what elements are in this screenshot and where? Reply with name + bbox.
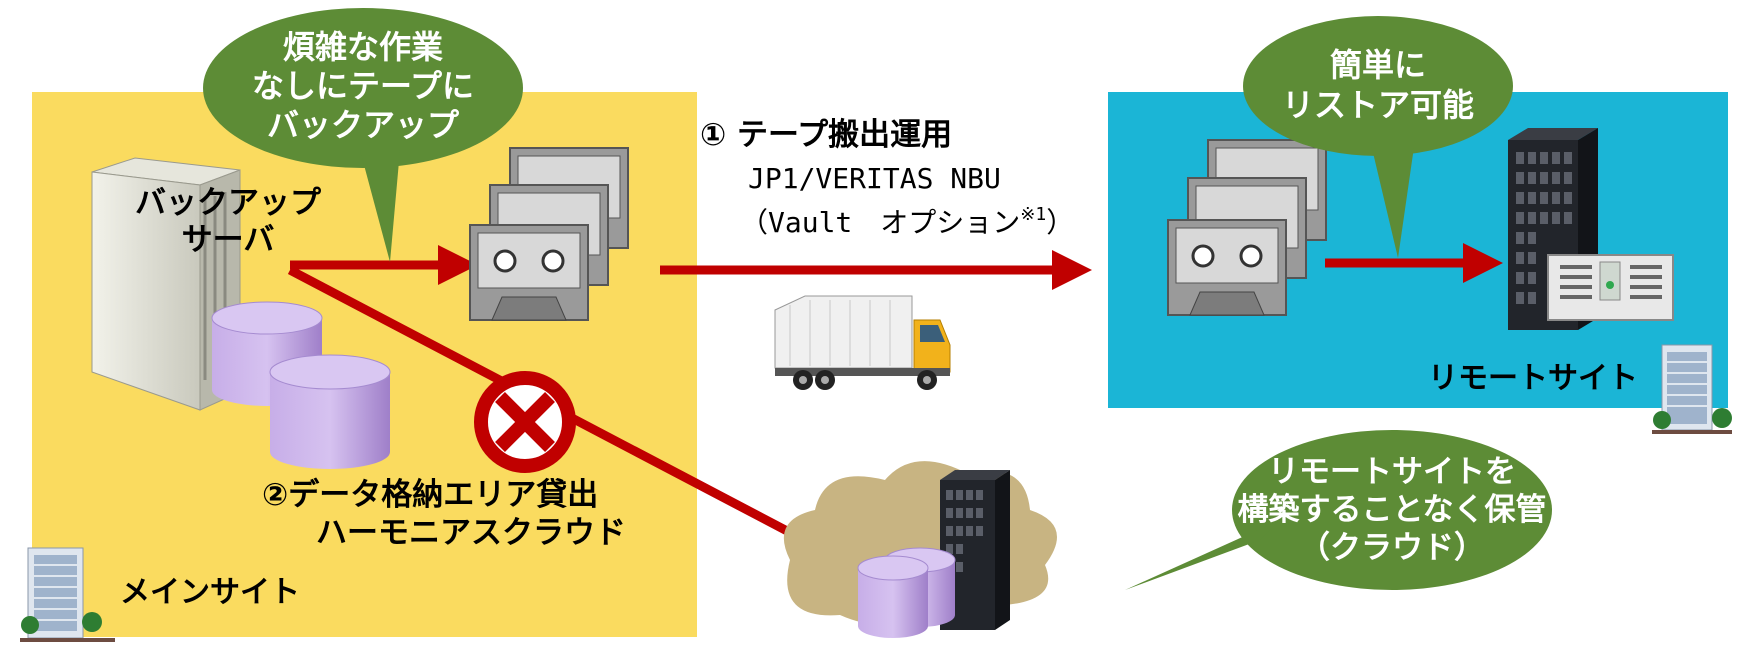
database-icon bbox=[857, 547, 956, 638]
bubble-cloud-line2: 構築することなく保管 bbox=[1237, 492, 1546, 528]
prohibited-icon bbox=[474, 371, 576, 473]
main-site-label: メインサイト bbox=[120, 575, 300, 610]
bubble-remote bbox=[1243, 16, 1513, 258]
building-icon bbox=[1652, 344, 1732, 434]
backup-server-label-line2: サーバ bbox=[182, 222, 275, 258]
bubble-cloud-line1: リモートサイトを bbox=[1268, 454, 1516, 490]
bubble-tape-line3: バックアップ bbox=[267, 106, 460, 144]
bubble-remote-line2: リストア可能 bbox=[1282, 86, 1474, 124]
option1-title: ① テープ搬出運用 bbox=[700, 117, 952, 153]
bubble-tape bbox=[203, 8, 523, 262]
building-icon bbox=[20, 547, 115, 642]
bubble-tape-line1: 煩雑な作業 bbox=[283, 28, 443, 66]
tape-cartridge-icon bbox=[1167, 139, 1327, 316]
option2-service: ハーモニアスクラウド bbox=[316, 515, 626, 551]
backup-server-label-line1: バックアップ bbox=[135, 185, 322, 221]
database-icon bbox=[211, 301, 391, 469]
truck-icon bbox=[774, 295, 951, 390]
option1-vault-text: （Vault オプション bbox=[740, 206, 1020, 239]
server-icon bbox=[91, 157, 241, 411]
option1-vault-close: ） bbox=[1046, 206, 1074, 239]
bubble-cloud-line3: （クラウド） bbox=[1299, 530, 1485, 566]
option1-footnote: ※1 bbox=[1020, 204, 1046, 225]
option1-product: JP1/VERITAS NBU bbox=[748, 162, 1001, 195]
bubble-remote-line1: 簡単に bbox=[1330, 46, 1426, 84]
tape-library-icon bbox=[1547, 254, 1674, 321]
bubble-tape-line2: なしにテープに bbox=[252, 67, 474, 105]
bubble-cloud bbox=[1125, 430, 1552, 590]
remote-site-label: リモートサイト bbox=[1428, 361, 1638, 396]
option1-vault: （Vault オプション※1） bbox=[740, 204, 1074, 239]
tape-cartridge-icon bbox=[469, 147, 629, 321]
option2-title: ②データ格納エリア貸出 bbox=[262, 477, 598, 513]
